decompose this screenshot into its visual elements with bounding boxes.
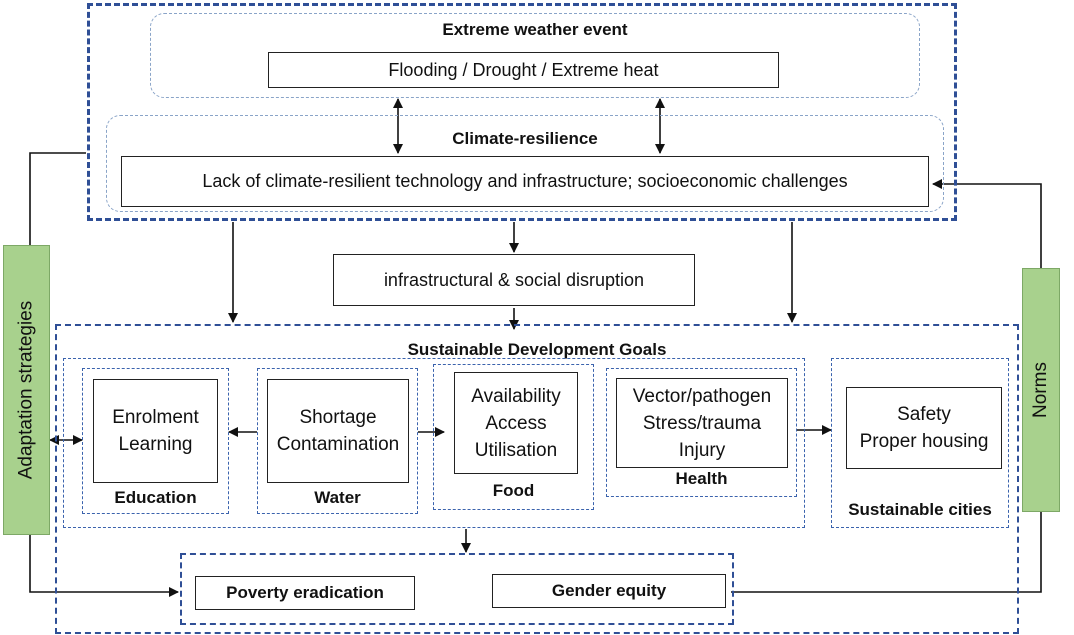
- climate-resilience-group: [106, 115, 944, 212]
- education-group: [82, 368, 229, 514]
- climate-context-group: [87, 3, 957, 221]
- education-box: Enrolment Learning: [93, 379, 218, 483]
- education-item-enrolment: Enrolment: [112, 407, 199, 428]
- food-label: Food: [492, 481, 535, 500]
- norms-to-resilience-arrow: [932, 179, 1042, 268]
- climate-resilience-box: Lack of climate-resilient technology and…: [121, 156, 929, 207]
- health-label: Health: [675, 469, 728, 488]
- adaptation-strategies-panel: Adaptation strategies: [3, 245, 50, 535]
- food-item-utilisation: Utilisation: [474, 439, 558, 461]
- norms-label: Norms: [1030, 362, 1052, 418]
- water-item-contamination: Contamination: [276, 434, 400, 455]
- health-item-stress: Stress/trauma: [642, 412, 762, 434]
- sdg-title: Sustainable Development Goals: [407, 340, 667, 359]
- sdg-group: [55, 324, 1019, 634]
- food-item-access: Access: [485, 412, 547, 434]
- norms-panel: Norms: [1022, 268, 1060, 512]
- gender-equity-box: Gender equity: [492, 574, 726, 608]
- health-group: [606, 368, 797, 497]
- education-label: Education: [114, 488, 197, 507]
- gender-to-norms-line: [731, 512, 1042, 593]
- health-box: Vector/pathogen Stress/trauma Injury: [616, 378, 788, 468]
- water-item-shortage: Shortage: [299, 407, 377, 428]
- education-item-learning: Learning: [118, 434, 193, 455]
- food-box: Availability Access Utilisation: [454, 372, 578, 474]
- cities-group: [831, 358, 1009, 528]
- food-group: [433, 364, 594, 510]
- adaptation-loop-line: [29, 152, 86, 245]
- cities-box: Safety Proper housing: [846, 387, 1002, 469]
- extreme-weather-title: Extreme weather event: [442, 20, 628, 39]
- water-group: [257, 368, 418, 514]
- cities-item-safety: Safety: [897, 404, 951, 425]
- health-item-vector: Vector/pathogen: [632, 385, 772, 407]
- water-label: Water: [314, 488, 361, 507]
- adaptation-strategies-label: Adaptation strategies: [15, 300, 37, 480]
- poverty-eradication-box: Poverty eradication: [195, 576, 415, 610]
- food-item-availability: Availability: [471, 385, 561, 407]
- outcomes-group: [180, 553, 734, 625]
- disruption-box: infrastructural & social disruption: [333, 254, 695, 306]
- health-item-injury: Injury: [678, 439, 726, 461]
- cities-item-housing: Proper housing: [859, 431, 989, 452]
- cities-label: Sustainable cities: [848, 500, 992, 519]
- extreme-weather-group: [150, 13, 920, 98]
- extreme-weather-box: Flooding / Drought / Extreme heat: [268, 52, 779, 88]
- adaptation-to-poverty-arrow: [29, 535, 179, 597]
- sdg-inner-group: [63, 358, 805, 528]
- climate-resilience-title: Climate-resilience: [452, 129, 598, 148]
- water-box: Shortage Contamination: [267, 379, 409, 483]
